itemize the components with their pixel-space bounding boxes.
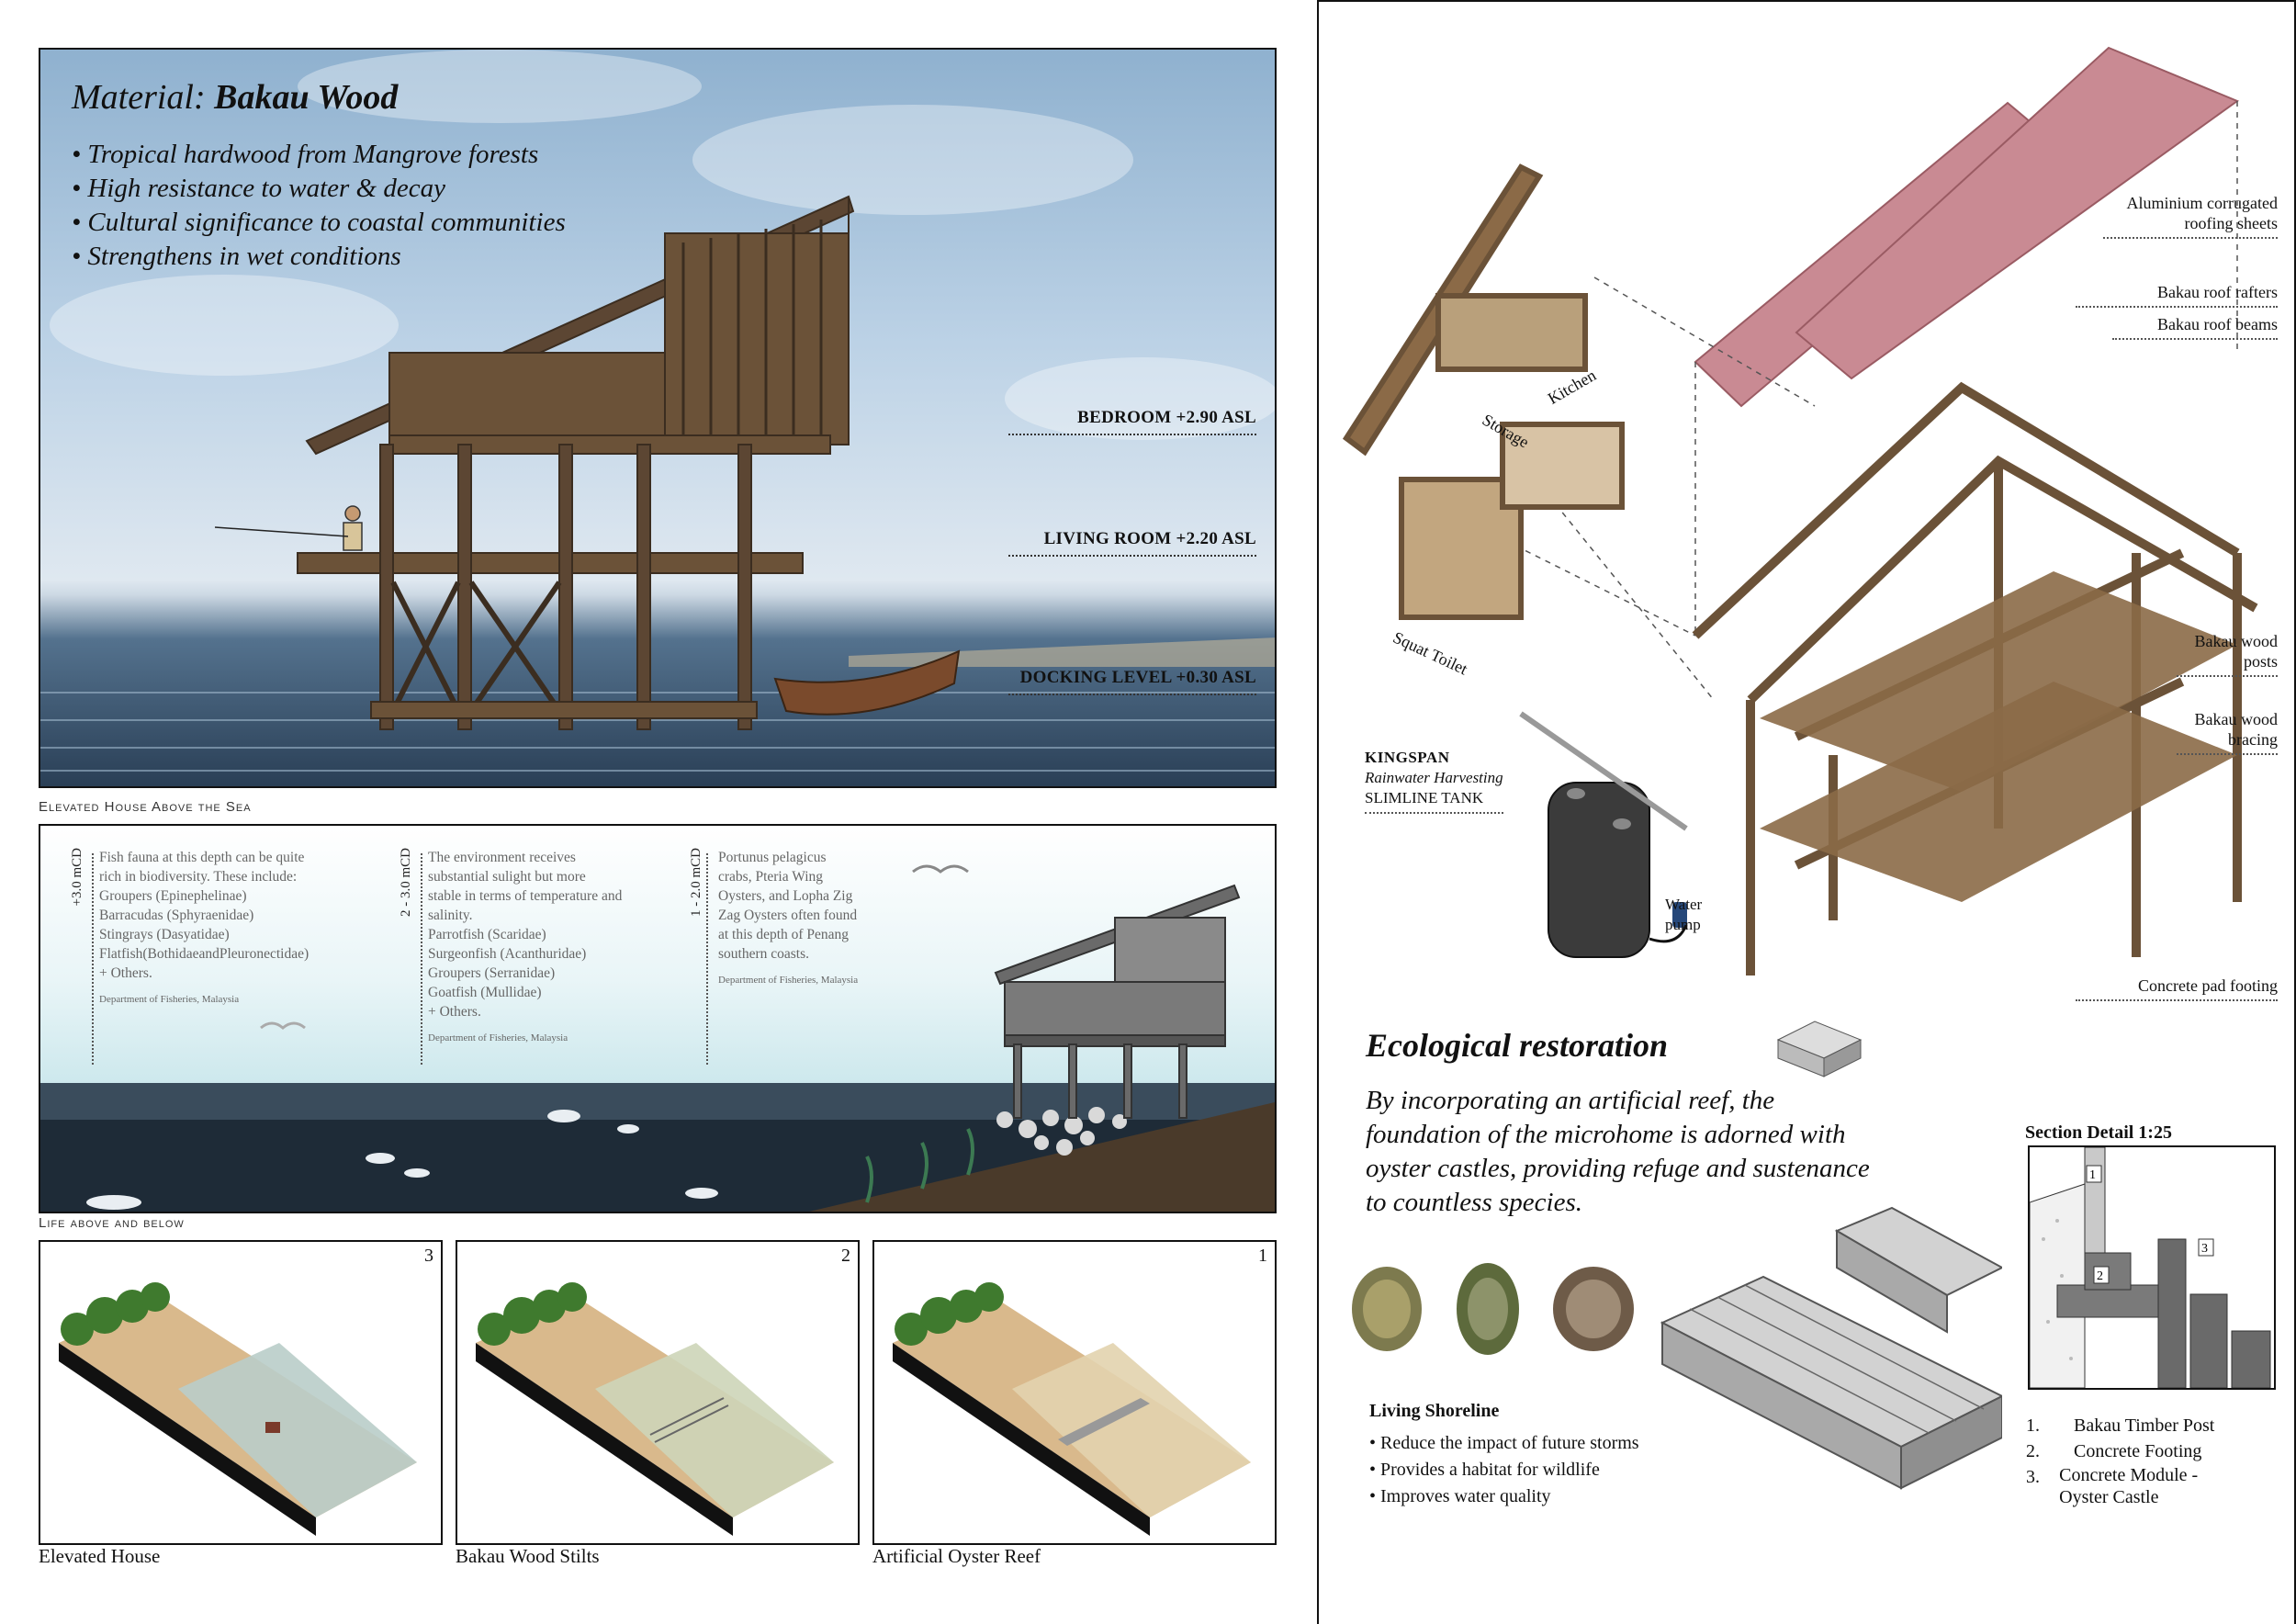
list-item: • Improves water quality xyxy=(1369,1486,1551,1506)
shore-diagram xyxy=(893,1282,1251,1536)
zone-depth-label: +3.0 mCD xyxy=(70,848,84,907)
zone-divider xyxy=(421,853,422,1065)
panel-bakau-stilts: 2 xyxy=(456,1240,860,1545)
panel-oyster-reef: 1 xyxy=(872,1240,1277,1545)
section-detail-svg: 1 2 3 xyxy=(2030,1147,2271,1388)
zone-divider xyxy=(92,853,94,1065)
hero-render: Material: Bakau Wood • Tropical hardwood… xyxy=(39,48,1277,788)
section-detail-legend: 1.Bakau Timber Post 2.Concrete Footing 3… xyxy=(2026,1413,2228,1508)
zone-depth-label: 2 - 3.0 mCD xyxy=(399,848,413,917)
hero-bullet: • Tropical hardwood from Mangrove forest… xyxy=(72,140,539,169)
callout-wood-bracing: Bakau wood bracing xyxy=(2177,709,2278,755)
callout-pad-footing: Concrete pad footing xyxy=(2076,976,2278,1001)
panel-elevated-house: 3 xyxy=(39,1240,443,1545)
panel-number: 2 xyxy=(841,1246,850,1266)
shore-diagram xyxy=(476,1282,834,1536)
living-shoreline-title: Living Shoreline xyxy=(1369,1401,1500,1421)
legend-item: 1.Bakau Timber Post xyxy=(2026,1415,2215,1436)
section-marker-2: 2 xyxy=(2097,1269,2103,1283)
oyster-shells xyxy=(1352,1263,1634,1355)
zone-deep: +3.0 mCD Fish fauna at this depth can be… xyxy=(70,848,309,1009)
oyster-castle-modules xyxy=(1660,1206,2002,1490)
list-item: • Provides a habitat for wildlife xyxy=(1369,1460,1600,1480)
hero-bullet: • High resistance to water & decay xyxy=(72,174,445,203)
life-caption: Life above and below xyxy=(39,1215,185,1231)
panel-number: 3 xyxy=(424,1246,433,1266)
shore-diagram xyxy=(59,1282,417,1536)
section-detail-drawing: 1 2 3 xyxy=(2028,1145,2276,1390)
zone-source: Department of Fisheries, Malaysia xyxy=(718,975,859,986)
stilt-house-illustration xyxy=(40,50,1275,772)
eco-title: Ecological restoration xyxy=(1366,1027,1669,1064)
section-marker-3: 3 xyxy=(2201,1242,2208,1256)
section-detail-title: Section Detail 1:25 xyxy=(2025,1122,2172,1143)
kingspan-tank-label: KINGSPAN Rainwater Harvesting SLIMLINE T… xyxy=(1365,748,1503,814)
callout-wood-posts: Bakau wood posts xyxy=(2177,631,2278,677)
exploded-axonometric-sheet: Kitchen Storage Squat Toilet Water pump … xyxy=(1317,0,2296,1624)
panel-caption: Elevated House xyxy=(39,1545,161,1567)
callout-roof-beams: Bakau roof beams xyxy=(2112,314,2278,340)
panel-number: 1 xyxy=(1258,1246,1267,1266)
zone-source: Department of Fisheries, Malaysia xyxy=(99,994,240,1005)
zone-source: Department of Fisheries, Malaysia xyxy=(428,1032,568,1043)
zone-divider xyxy=(706,853,708,1065)
living-shoreline-list: • Reduce the impact of future storms • P… xyxy=(1369,1430,1639,1510)
panel-caption: Bakau Wood Stilts xyxy=(456,1545,600,1567)
hero-title: Material: Bakau Wood xyxy=(72,78,399,117)
section-marker-1: 1 xyxy=(2089,1168,2096,1182)
hero-bullet: • Strengthens in wet conditions xyxy=(72,242,401,271)
exploded-axonometric-drawing xyxy=(1342,46,2258,1077)
level-living-room: LIVING ROOM +2.20 ASL xyxy=(1008,529,1256,557)
sea-section-illustration xyxy=(40,864,1275,1212)
callout-roofing-sheets: Aluminium corrugated roofing sheets xyxy=(2103,193,2278,239)
zone-depth-label: 1 - 2.0 mCD xyxy=(689,848,703,917)
zone-middle: 2 - 3.0 mCD The environment receives sub… xyxy=(399,848,622,1048)
callout-roof-rafters: Bakau roof rafters xyxy=(2076,282,2278,308)
hero-bullet: • Cultural significance to coastal commu… xyxy=(72,208,566,237)
level-bedroom: BEDROOM +2.90 ASL xyxy=(1008,408,1256,435)
hero-caption: Elevated House Above the Sea xyxy=(39,799,252,815)
life-above-below-section: +3.0 mCD Fish fauna at this depth can be… xyxy=(39,824,1277,1213)
zone-shallow: 1 - 2.0 mCD Portunus pelagicus crabs, Pt… xyxy=(689,848,859,990)
list-item: • Reduce the impact of future storms xyxy=(1369,1433,1639,1453)
legend-item: 2.Concrete Footing xyxy=(2026,1441,2202,1461)
legend-item: 3.Concrete Module - Oyster Castle xyxy=(2026,1465,2199,1507)
level-docking: DOCKING LEVEL +0.30 ASL xyxy=(1008,668,1256,695)
eco-body: By incorporating an artificial reef, the… xyxy=(1366,1086,1870,1217)
water-pump-label: Water pump xyxy=(1665,896,1703,933)
hero-bullet-list: • Tropical hardwood from Mangrove forest… xyxy=(72,138,566,274)
panel-caption: Artificial Oyster Reef xyxy=(872,1545,1041,1567)
